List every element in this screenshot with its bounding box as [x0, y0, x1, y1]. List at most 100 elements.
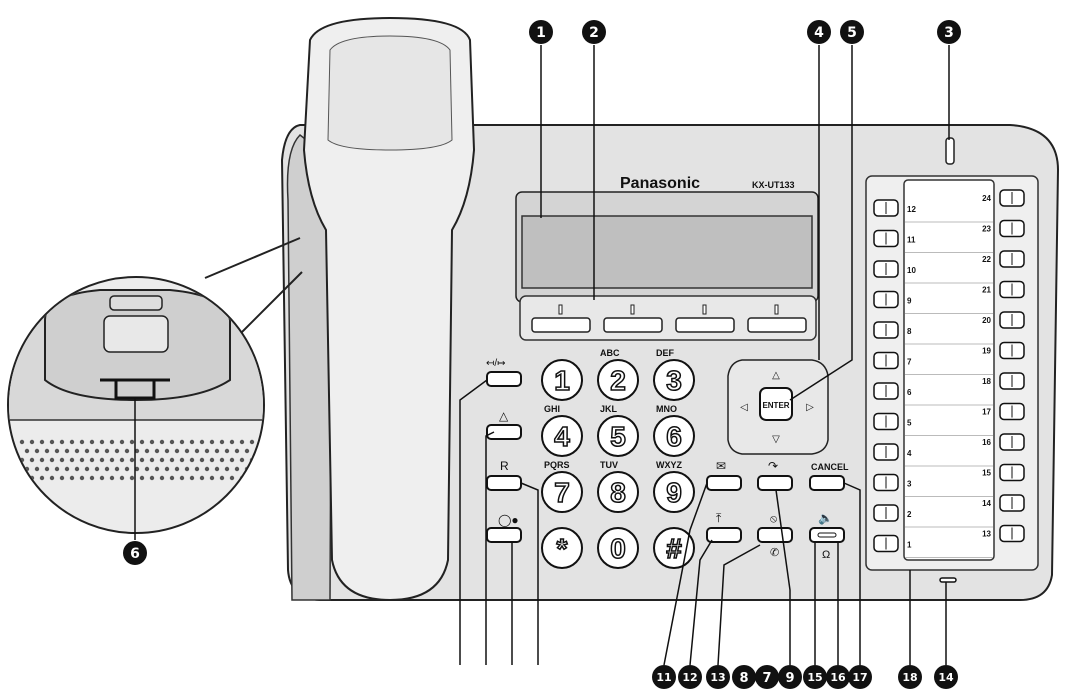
navigator-key[interactable]: ENTER △ ▽ ◁ ▷ [727, 359, 829, 455]
keypad-key-cap[interactable] [597, 415, 639, 457]
keypad-key-cap[interactable] [541, 359, 583, 401]
dss-key-7[interactable]: 7 [873, 351, 912, 370]
keypad-key-cap[interactable] [597, 471, 639, 513]
nav-right-arrow[interactable]: ▷ [806, 402, 814, 413]
grille-hole [149, 457, 155, 463]
dss-right-number: 21 [982, 286, 991, 295]
redial-button[interactable] [757, 475, 793, 491]
handset-earpiece-groove [327, 35, 453, 151]
dss-key-4[interactable]: 4 [873, 443, 912, 461]
dss-key-14[interactable]: 14 [982, 494, 1025, 512]
keypad-letters: MNO [656, 404, 677, 414]
dss-key-2[interactable]: 2 [873, 504, 912, 522]
grille-hole [119, 457, 125, 463]
keypad-key-cap[interactable] [541, 527, 583, 569]
dss-key-8[interactable]: 8 [873, 321, 912, 339]
soft-key-indicator [630, 304, 635, 315]
keypad-key-cap[interactable] [541, 415, 583, 457]
conference-button[interactable] [706, 527, 742, 543]
transfer-icon: ⤒ [716, 511, 722, 525]
grille-hole [69, 439, 75, 445]
keypad-key-cap[interactable] [597, 527, 639, 569]
dss-key-24[interactable]: 24 [982, 189, 1025, 207]
dss-key-21[interactable]: 21 [982, 280, 1025, 299]
hold-button[interactable] [486, 527, 522, 543]
dss-key-3[interactable]: 3 [873, 473, 912, 492]
callout-badge-15 [803, 665, 827, 689]
keypad-key-cap[interactable] [597, 359, 639, 401]
dss-key-18[interactable]: 18 [982, 372, 1025, 390]
keypad-key-cap[interactable] [541, 471, 583, 513]
dss-key-1[interactable]: 1 [873, 534, 912, 553]
grille-hole [154, 448, 160, 454]
keypad-key-cap[interactable] [653, 415, 695, 457]
enter-button[interactable] [759, 387, 793, 421]
enter-label: ENTER [762, 401, 789, 410]
dss-key-19[interactable]: 19 [982, 341, 1025, 360]
callout-leader-5 [789, 45, 853, 401]
dss-key-9[interactable]: 9 [873, 290, 912, 309]
soft-key-1[interactable] [531, 317, 591, 333]
grille-hole [179, 457, 185, 463]
grille-hole [84, 466, 90, 472]
keypad-key-1[interactable]: 1 [541, 359, 583, 401]
dss-key-6[interactable]: 6 [873, 382, 912, 400]
keypad-digit: 1 [554, 365, 570, 396]
callout-leader-13 [717, 544, 761, 666]
grille-hole [114, 466, 120, 472]
dss-right-number: 22 [982, 255, 991, 264]
grille-hole [159, 439, 165, 445]
soft-key-2[interactable] [603, 317, 663, 333]
grille-hole [129, 439, 135, 445]
dss-key-10[interactable]: 10 [873, 260, 916, 278]
dss-key-5[interactable]: 5 [873, 412, 912, 431]
handset[interactable] [302, 16, 476, 602]
callout-leader-11 [663, 482, 708, 666]
cancel-button[interactable] [809, 475, 845, 491]
callout-badge-13 [706, 665, 730, 689]
callout-number-8: 8 [739, 671, 748, 686]
message-button[interactable] [706, 475, 742, 491]
grille-hole [154, 466, 160, 472]
nav-down-arrow[interactable]: ▽ [772, 434, 780, 445]
keypad-letters: GHI [544, 404, 560, 414]
transfer-button[interactable] [486, 371, 522, 387]
message-up-button[interactable] [486, 424, 522, 440]
recall-button[interactable] [486, 475, 522, 491]
dss-key-23[interactable]: 23 [982, 219, 1025, 238]
dss-key-16[interactable]: 16 [982, 433, 1025, 451]
nav-up-arrow[interactable]: △ [772, 370, 780, 381]
keypad-key-hash[interactable]: # [653, 527, 695, 569]
dss-key-13[interactable]: 13 [982, 524, 1025, 543]
keypad-key-cap[interactable] [653, 359, 695, 401]
grille-hole [69, 475, 75, 481]
grille-hole [104, 466, 110, 472]
dss-right-number: 13 [982, 530, 991, 539]
dss-key-11[interactable]: 11 [873, 229, 916, 248]
dss-key-22[interactable]: 22 [982, 250, 1025, 268]
dss-key-20[interactable]: 20 [982, 311, 1025, 329]
grille-hole [49, 457, 55, 463]
keypad-key-star[interactable]: * [541, 527, 583, 569]
dss-right-number: 20 [982, 316, 991, 325]
soft-key-4[interactable] [747, 317, 807, 333]
grille-hole [94, 466, 100, 472]
keypad-key-0[interactable]: 0 [597, 527, 639, 569]
dss-key-17[interactable]: 17 [982, 402, 1025, 421]
keypad-key-cap[interactable] [653, 471, 695, 513]
mute-button[interactable] [757, 527, 793, 543]
dss-key-12[interactable]: 12 [873, 199, 916, 217]
callout-number-18: 18 [902, 671, 917, 684]
nav-left-arrow[interactable]: ◁ [740, 402, 748, 413]
dss-key-15[interactable]: 15 [982, 463, 1025, 482]
soft-key-3[interactable] [675, 317, 735, 333]
grille-hole [249, 439, 255, 445]
